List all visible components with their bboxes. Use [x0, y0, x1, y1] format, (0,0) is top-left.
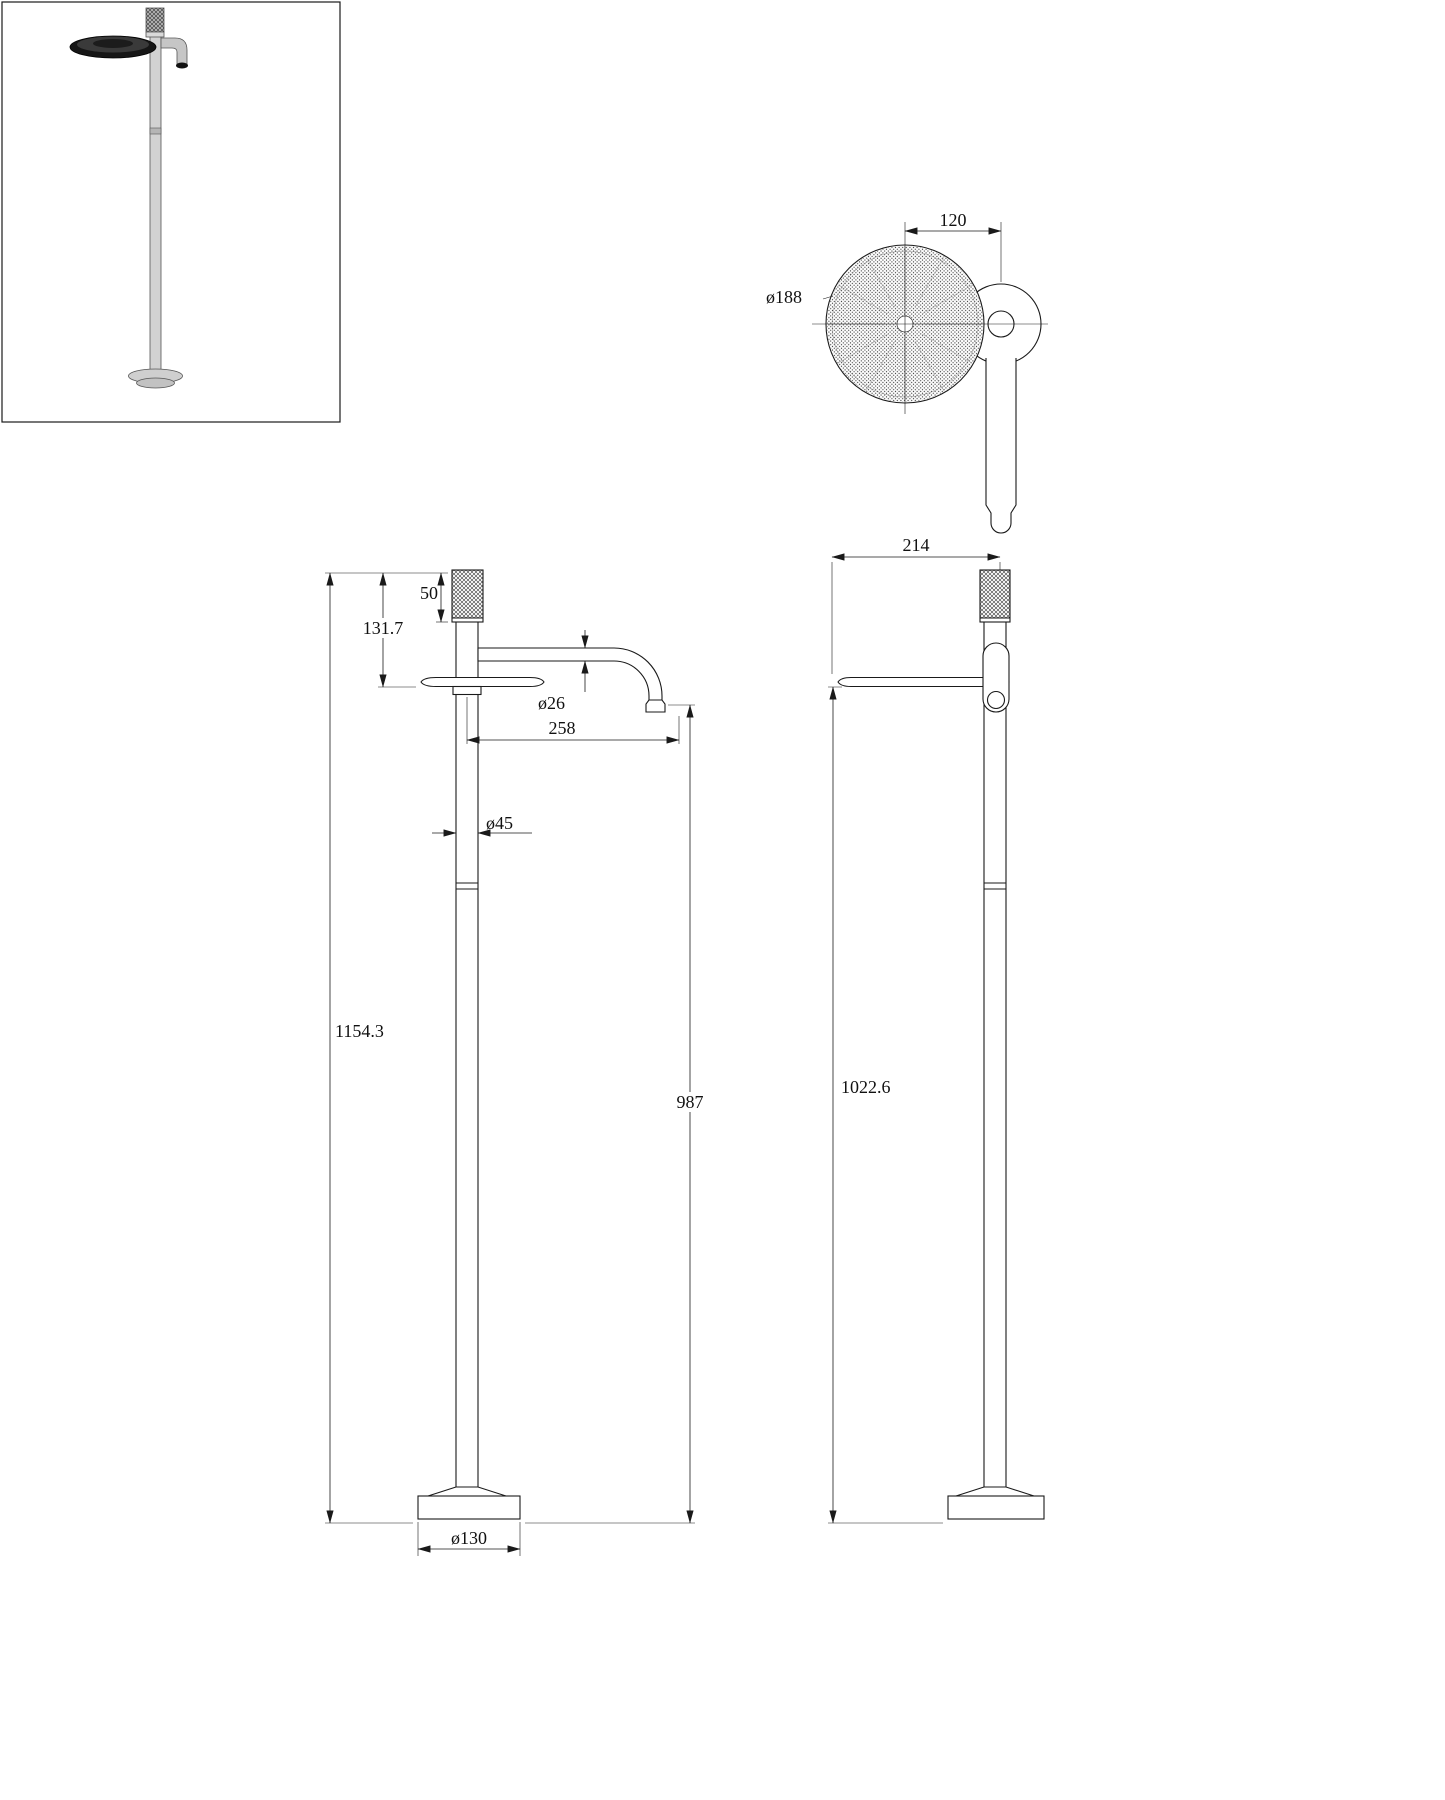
leader-line	[822, 295, 834, 300]
dim-disc-diameter: ø188	[766, 287, 834, 307]
side-pole-coupling	[984, 882, 1006, 890]
dim-disc-diameter-label: ø188	[766, 287, 802, 307]
inset-knob-knurl	[146, 8, 164, 32]
top-view: 120 ø188	[766, 210, 1048, 534]
side-spout-nozzle	[986, 690, 1006, 710]
front-pole	[455, 622, 479, 1487]
dim-spout-reach: 258	[466, 697, 680, 744]
dim-total-height: 1154.3	[325, 572, 448, 1524]
dim-handle-offset: 120	[904, 210, 1002, 282]
front-base-ring	[417, 1495, 521, 1520]
front-spout-nozzle	[645, 699, 666, 713]
front-pole-coupling	[456, 882, 478, 890]
front-spout	[477, 647, 663, 701]
dim-label-mask	[353, 618, 413, 638]
dim-top-to-tray: 131.7	[353, 572, 416, 688]
inset-spout-tip	[176, 62, 188, 69]
dim-knob-height-label: 50	[420, 583, 438, 603]
inset-preview	[1, 1, 341, 423]
dim-knob-height: 50	[420, 572, 448, 623]
dim-spout-reach-label: 258	[549, 718, 576, 738]
side-view: 214 1022.6	[828, 535, 1045, 1524]
front-knob-knurl	[452, 570, 483, 618]
extension-lines	[831, 562, 1001, 674]
dim-tray-height: 1022.6	[828, 686, 943, 1524]
extension-lines	[525, 704, 695, 1524]
inset-soap-dish-bowl	[93, 39, 133, 48]
inset-pole-coupling	[149, 127, 162, 135]
dim-label-mask	[445, 1528, 493, 1546]
dim-base-diameter-label: ø130	[451, 1528, 487, 1548]
dim-label-mask	[671, 1092, 709, 1112]
dim-depth-label: 214	[903, 535, 930, 555]
front-dish-fitting	[452, 685, 482, 696]
dim-spout-outlet-height: 987	[525, 704, 709, 1524]
dim-depth: 214	[831, 535, 1001, 674]
side-pole	[983, 622, 1007, 1487]
side-base-ring	[947, 1495, 1045, 1520]
dim-top-to-tray-label: 131.7	[363, 618, 404, 638]
inset-knob-band	[145, 31, 165, 38]
dim-handle-offset-label: 120	[940, 210, 967, 230]
side-knob-knurl	[980, 570, 1010, 618]
inset-faucet-pole	[149, 35, 162, 374]
dim-spout-diameter: ø26	[538, 630, 589, 713]
dim-total-height-label: 1154.3	[335, 1021, 384, 1041]
inset-base-foot	[136, 377, 175, 389]
inset-border	[1, 1, 341, 423]
front-base-flare	[427, 1486, 507, 1497]
front-soap-dish	[420, 676, 545, 688]
side-base-flare	[955, 1486, 1035, 1497]
dim-base-diameter: ø130	[417, 1522, 521, 1556]
dim-spout-outlet-height-label: 987	[677, 1092, 704, 1112]
spout-plan-capsule	[985, 358, 1017, 534]
front-view: 1154.3 131.7 50 ø26 258 ø45	[325, 569, 709, 1556]
dim-tray-height-label: 1022.6	[841, 1077, 891, 1097]
extension-lines	[828, 686, 943, 1524]
dim-pole-diameter: ø45	[432, 813, 532, 837]
dim-spout-diameter-label: ø26	[538, 693, 565, 713]
dim-pole-diameter-label: ø45	[486, 813, 513, 833]
